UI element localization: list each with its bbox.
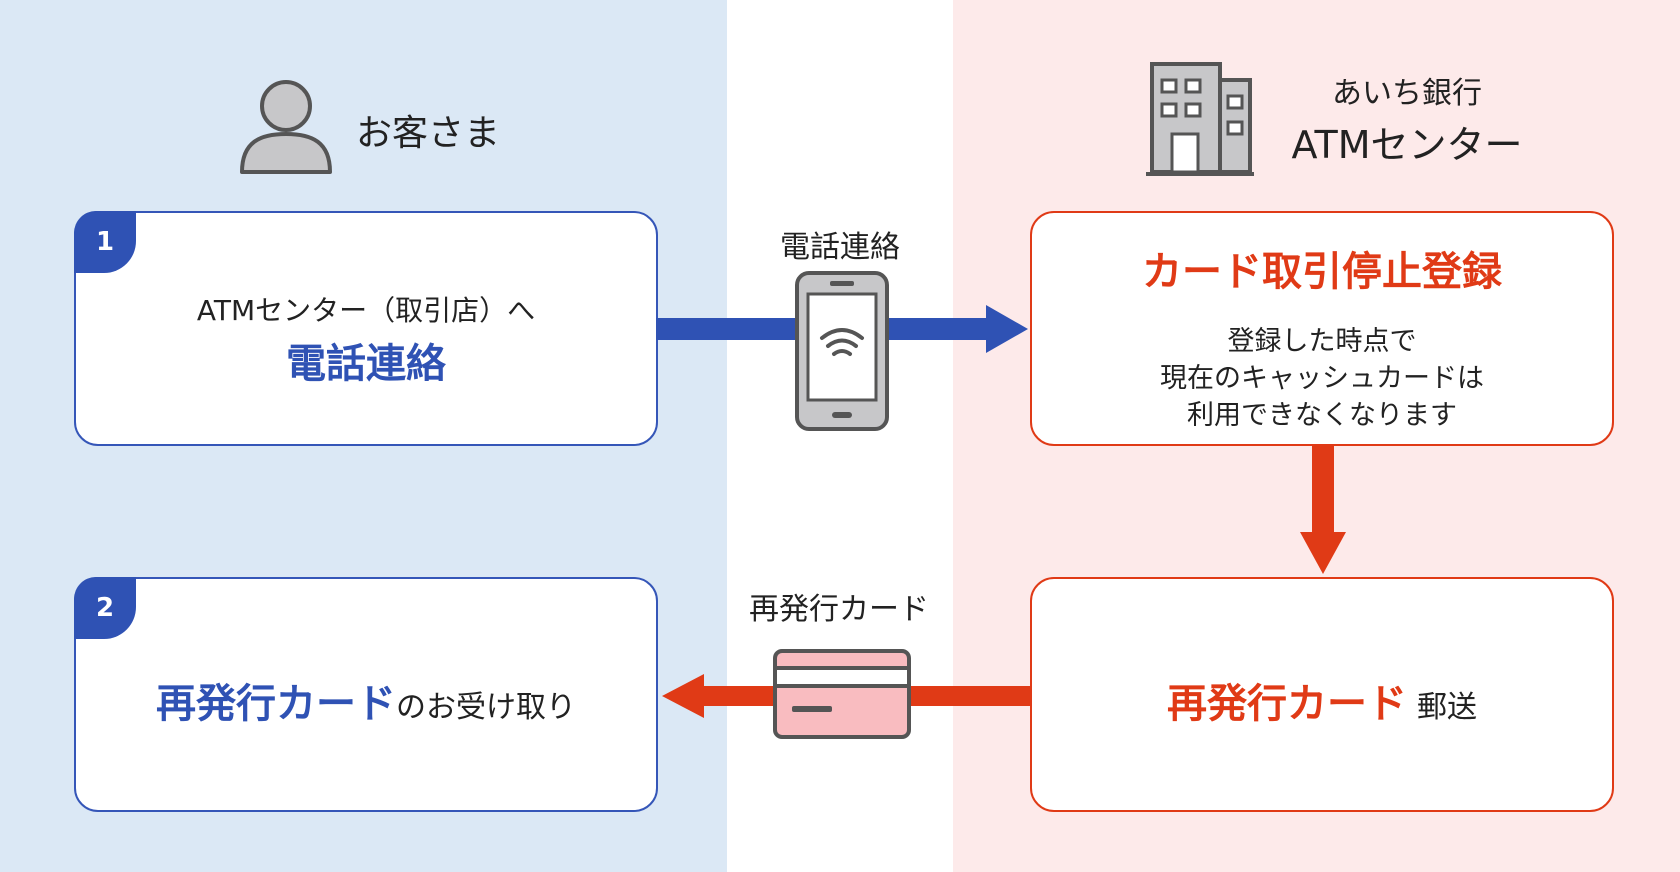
stop-desc-1: 登録した時点で xyxy=(1227,326,1417,357)
bank-name-line2: ATMセンター xyxy=(1291,123,1523,167)
step1-badge: 1 xyxy=(74,211,136,273)
step2-rest: のお受け取り xyxy=(396,690,576,725)
step2-badge: 2 xyxy=(74,577,136,639)
step2-text: 再発行カードのお受け取り xyxy=(76,671,656,729)
stop-desc-2: 現在のキャッシュカードは xyxy=(1160,363,1484,394)
mailing-highlight: 再発行カード xyxy=(1167,681,1407,727)
reissue-label: 再発行カード xyxy=(749,592,929,627)
bank-name-line1: あいち銀行 xyxy=(1332,76,1482,111)
step2-box: 2 再発行カードのお受け取り xyxy=(74,577,658,812)
step1-line2: 電話連絡 xyxy=(286,341,446,387)
stop-title: カード取引停止登録 xyxy=(1142,249,1502,295)
step1-line1: ATMセンター（取引店）へ xyxy=(196,294,536,327)
step2-highlight: 再発行カード xyxy=(156,681,396,727)
stop-registration-box: カード取引停止登録 登録した時点で 現在のキャッシュカードは 利用できなくなりま… xyxy=(1030,211,1614,446)
person-icon xyxy=(240,80,332,174)
bank-name: あいち銀行 ATMセンター xyxy=(1282,68,1532,169)
call-label: 電話連絡 xyxy=(780,230,900,265)
credit-card-icon xyxy=(773,649,911,739)
smartphone-icon xyxy=(795,271,889,431)
down-arrow xyxy=(1300,446,1346,574)
mailing-text: 再発行カード郵送 xyxy=(1032,671,1612,729)
step1-box: 1 ATMセンター（取引店）へ 電話連絡 xyxy=(74,211,658,446)
stop-desc-3: 利用できなくなります xyxy=(1187,400,1457,431)
customer-label: お客さま xyxy=(356,113,501,154)
mailing-box: 再発行カード郵送 xyxy=(1030,577,1614,812)
building-icon xyxy=(1146,62,1254,176)
mailing-rest: 郵送 xyxy=(1417,690,1477,725)
